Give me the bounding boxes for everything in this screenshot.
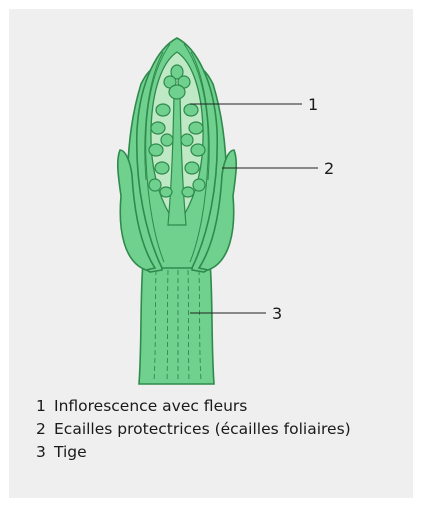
legend-number: 3 [36,441,54,464]
callout-3: 3 [272,304,282,323]
callout-2: 2 [324,159,334,178]
legend-number: 1 [36,395,54,418]
stem [139,262,214,384]
legend-text: Inflorescence avec fleurs [54,397,247,415]
legend-text: Tige [54,443,87,461]
legend-number: 2 [36,418,54,441]
callout-1: 1 [308,95,318,114]
legend-text: Ecailles protectrices (écailles foliaire… [54,420,351,438]
